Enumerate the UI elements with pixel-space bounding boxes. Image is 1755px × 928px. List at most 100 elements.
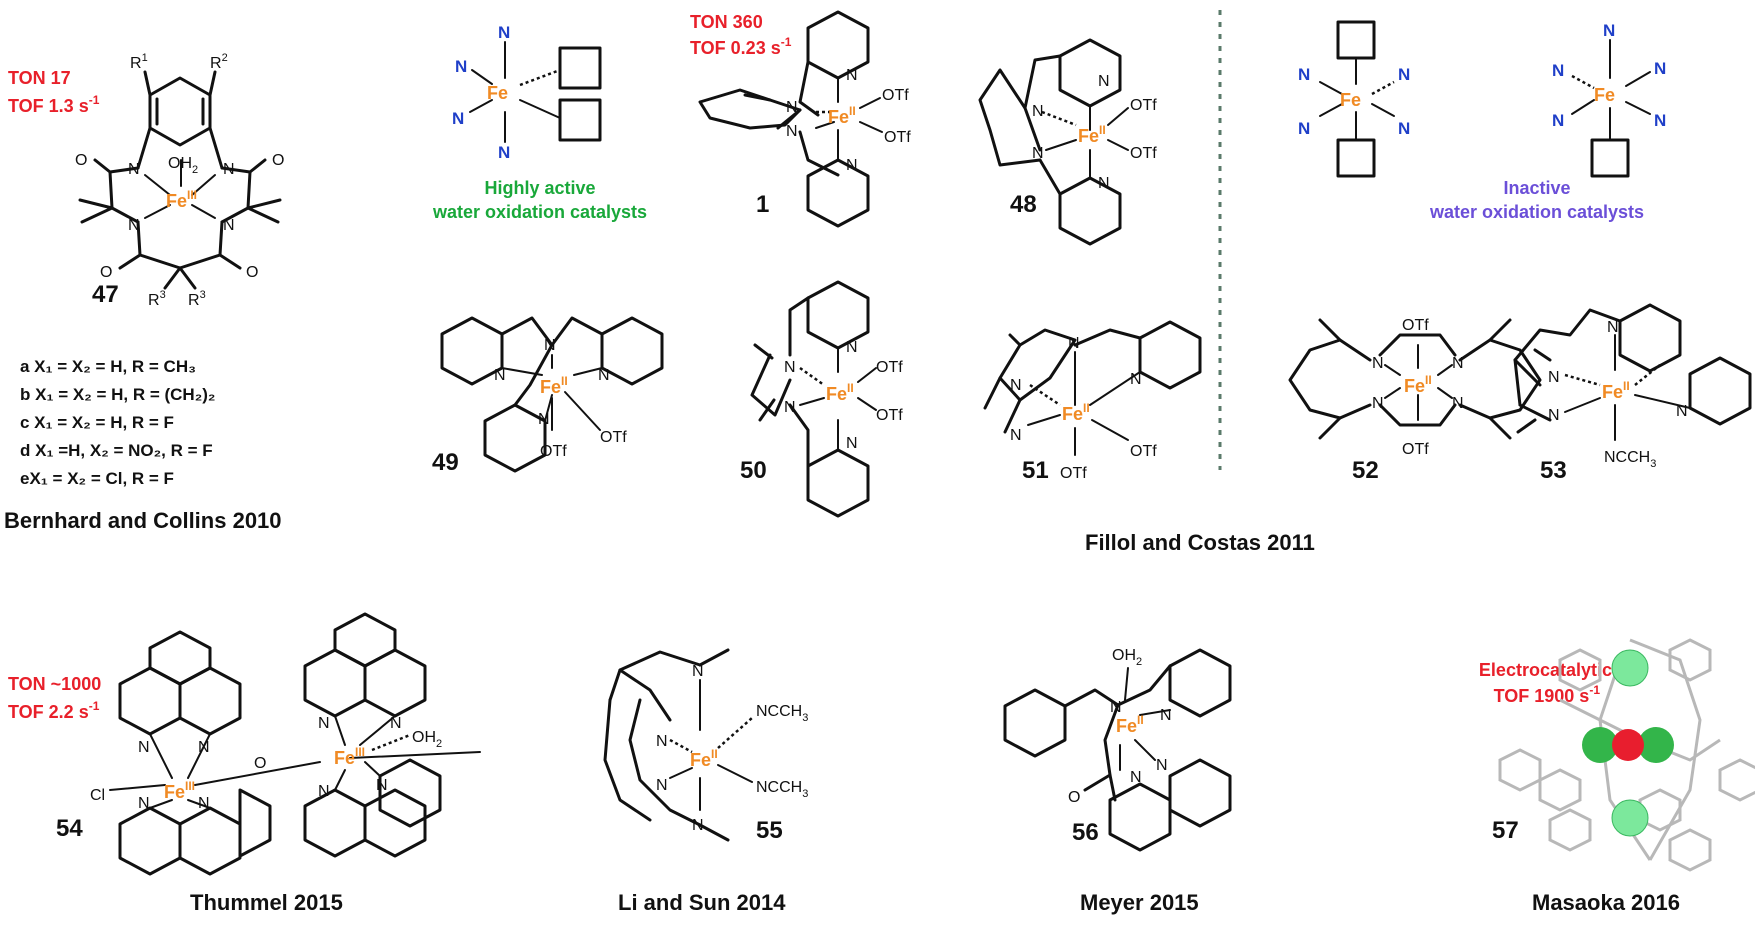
compound-54-structure (109, 612, 481, 876)
svg-text:FeIII: FeIII (334, 745, 365, 768)
svg-text:N: N (1552, 61, 1564, 80)
svg-text:FeII: FeII (828, 104, 856, 127)
svg-text:NCCH3: NCCH3 (756, 703, 808, 724)
caption-thummel: Thummel 2015 (190, 890, 343, 915)
svg-text:O: O (254, 755, 266, 772)
svg-text:N: N (1298, 119, 1310, 138)
active-label-line1: Highly active (484, 178, 595, 198)
svg-text:N: N (692, 817, 704, 834)
compound-number-57: 57 (1492, 817, 1519, 844)
variant-d: d X₁ =H, X₂ = NO₂, R = F (20, 441, 213, 460)
svg-text:OTf: OTf (884, 129, 911, 146)
compound-52-structure (1288, 318, 1542, 440)
variant-a: a X₁ = X₂ = H, R = CH₃ (20, 357, 196, 376)
c1-tof: TOF 0.23 s (690, 38, 781, 58)
svg-text:N: N (1032, 103, 1044, 120)
compound-number-1: 1 (756, 191, 769, 218)
compound-number-50: 50 (740, 457, 767, 484)
svg-text:N: N (376, 777, 388, 794)
svg-text:N: N (598, 367, 610, 384)
svg-text:N: N (786, 123, 798, 140)
compound-56-structure (1003, 648, 1232, 852)
svg-text:N: N (846, 339, 858, 356)
svg-text:N: N (784, 359, 796, 376)
svg-text:N: N (1372, 355, 1384, 372)
compound-number-54: 54 (56, 815, 83, 842)
caption-masaoka: Masaoka 2016 (1532, 890, 1680, 915)
svg-text:N: N (198, 795, 210, 812)
active-label-line2: water oxidation catalysts (432, 202, 647, 222)
svg-text:N: N (455, 57, 467, 76)
svg-text:FeIII: FeIII (164, 779, 195, 802)
svg-text:N: N (223, 217, 235, 234)
svg-text:Fe: Fe (487, 83, 508, 103)
svg-text:OTf: OTf (876, 407, 903, 424)
variants-47-list: a X₁ = X₂ = H, R = CH₃ b X₁ = X₂ = H, R … (20, 357, 215, 488)
svg-text:N: N (656, 777, 668, 794)
inactive-single-schematic (1571, 39, 1651, 178)
c47-tof: TOF 1.3 s (8, 96, 89, 116)
svg-text:Cl: Cl (90, 787, 105, 804)
svg-text:OH2: OH2 (1112, 647, 1142, 668)
svg-text:FeII: FeII (1062, 401, 1090, 424)
svg-text:OTf: OTf (1402, 317, 1429, 334)
svg-text:N: N (1110, 699, 1122, 716)
svg-text:OTf: OTf (600, 429, 627, 446)
svg-text:N: N (786, 99, 798, 116)
svg-text:N: N (1676, 403, 1688, 420)
svg-text:N: N (318, 715, 330, 732)
svg-text:N: N (494, 367, 506, 384)
svg-text:N: N (198, 739, 210, 756)
svg-text:N: N (1398, 119, 1410, 138)
svg-text:N: N (1607, 319, 1619, 336)
svg-text:N: N (390, 715, 402, 732)
svg-text:N: N (1010, 377, 1022, 394)
svg-text:FeII: FeII (690, 747, 718, 770)
c57-line1: Electrocatalytic (1479, 660, 1612, 680)
svg-text:N: N (128, 161, 140, 178)
svg-text:N: N (1032, 145, 1044, 162)
svg-text:O: O (272, 152, 284, 169)
c54-ton: TON ~1000 (8, 674, 101, 694)
svg-text:O: O (100, 264, 112, 281)
svg-text:N: N (1130, 371, 1142, 388)
svg-text:N: N (1548, 407, 1560, 424)
compound-53-structure (1513, 303, 1752, 441)
svg-text:N: N (1548, 369, 1560, 386)
svg-text:N: N (1298, 65, 1310, 84)
variant-b: b X₁ = X₂ = H, R = (CH₂)₂ (20, 385, 215, 404)
compound-1-structure (698, 10, 883, 228)
compound-47-structure (78, 70, 282, 290)
caption-meyer: Meyer 2015 (1080, 890, 1199, 915)
caption-lisun: Li and Sun 2014 (618, 890, 786, 915)
svg-text:N: N (318, 783, 330, 800)
svg-text:N: N (1098, 175, 1110, 192)
variant-c: c X₁ = X₂ = H, R = F (20, 413, 174, 432)
svg-text:N: N (846, 435, 858, 452)
svg-text:NCCH3: NCCH3 (756, 779, 808, 800)
svg-text:O: O (1068, 789, 1080, 806)
svg-text:N: N (138, 795, 150, 812)
svg-text:N: N (784, 399, 796, 416)
svg-text:N: N (1372, 395, 1384, 412)
svg-text:OTf: OTf (1130, 145, 1157, 162)
variant-e: eX₁ = X₂ = Cl, R = F (20, 469, 174, 488)
svg-text:N: N (1452, 355, 1464, 372)
svg-text:N: N (498, 143, 510, 162)
svg-text:N: N (452, 109, 464, 128)
compound-50-structure (750, 280, 877, 518)
svg-text:N: N (656, 733, 668, 750)
compound-number-51: 51 (1022, 457, 1049, 484)
svg-text:OTf: OTf (1130, 97, 1157, 114)
svg-text:R3: R3 (148, 289, 166, 309)
compound-55-structure (603, 648, 753, 842)
svg-text:OTf: OTf (876, 359, 903, 376)
svg-text:N: N (846, 67, 858, 84)
compound-number-52: 52 (1352, 457, 1379, 484)
inactive-label-line2: water oxidation catalysts (1429, 202, 1644, 222)
svg-text:N: N (538, 411, 550, 428)
compound-49-structure (440, 316, 664, 473)
c47-r1-label: R (130, 55, 142, 72)
svg-text:N: N (1130, 769, 1142, 786)
